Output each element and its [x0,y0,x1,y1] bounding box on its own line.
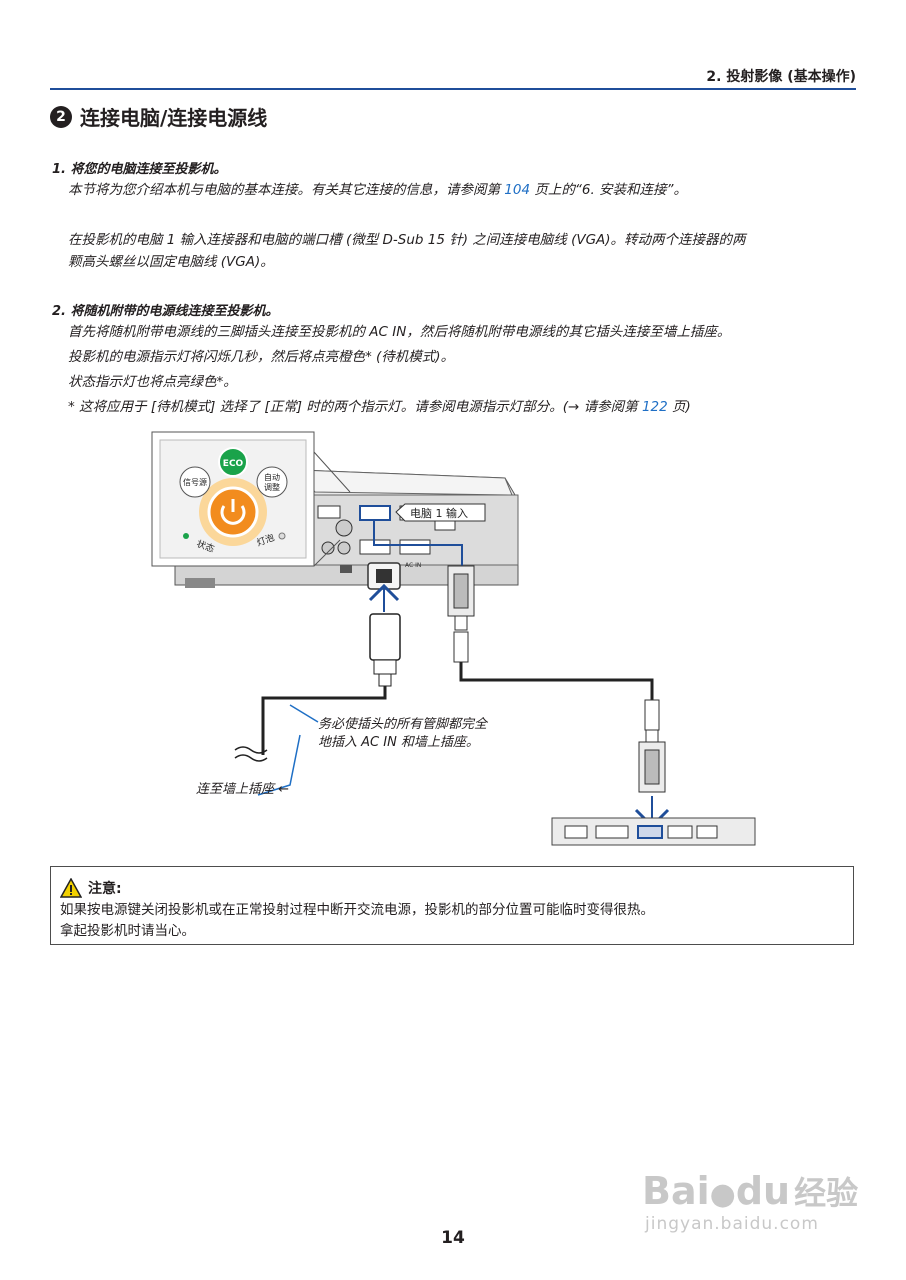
page-104-link[interactable]: 104 [504,182,531,198]
step-1-paragraph-2-line-2: 颗高头螺丝以固定电脑线 (VGA)。 [68,254,274,270]
page-122-link[interactable]: 122 [641,399,668,415]
watermark-paw-icon: ● [709,1177,736,1212]
auto-adjust-button [256,466,288,498]
vga-cable [447,565,666,793]
step-1-text-a: 本节将为您介绍本机与电脑的基本连接。有关其它连接的信息，请参阅第 [68,182,505,198]
caution-line-1: 如果按电源键关闭投影机或在正常投射过程中断开交流电源，投影机的部分位置可能临时变… [60,902,654,918]
status-led-icon [183,533,189,539]
computer-in-label: 电脑 1 输入 [410,506,468,520]
section-title: 2 连接电脑/连接电源线 [50,102,267,131]
auto-adjust-label-1: 自动 [264,472,280,482]
step-1-paragraph-1: 本节将为您介绍本机与电脑的基本连接。有关其它连接的信息，请参阅第 104 页上的… [68,178,687,202]
step-2-heading: 2. 将随机附带的电源线连接至投影机。 [52,304,279,319]
section-title-text: 连接电脑/连接电源线 [80,106,268,130]
source-button [179,466,211,498]
eco-button-label: ECO [223,459,244,469]
power-plug [261,613,401,755]
chapter-header: 2. 投射影像 (基本操作) [706,69,856,85]
step-1-paragraph-2-line-1: 在投影机的电脑 1 输入连接器和电脑的端口槽 (微型 D-Sub 15 针) 之… [68,232,746,248]
watermark-url: jingyan.baidu.com [645,1214,819,1234]
step-2-line-2: 投影机的电源指示灯将闪烁几秒，然后将点亮橙色* (待机模式)。 [68,349,455,365]
caution-title: 注意: [60,878,122,898]
laptop-illustration [551,817,756,846]
lamp-led-icon [278,532,286,540]
source-button-label: 信号源 [183,477,207,487]
caution-line-2: 拿起投影机时请当心。 [60,923,195,939]
auto-adjust-label-2: 调整 [264,482,280,492]
step-1-text-b: 页上的“6. 安装和连接”。 [530,182,688,198]
connection-diagram: AC IN ECO 信号源 自动 调整 状态 灯泡 电脑 1 输入 [151,431,756,846]
step-2-note-b: 页) [667,399,691,415]
step-2-line-1: 首先将随机附带电源线的三脚插头连接至投影机的 AC IN，然后将随机附带电源线的… [68,324,731,340]
step-1-heading: 1. 将您的电脑连接至投影机。 [52,162,227,177]
header-rule [50,88,856,90]
vga-guide-line [373,520,463,570]
step-2-line-4: * 这将应用于 [待机模式] 选择了 [正常] 时的两个指示灯。请参阅电源指示灯… [68,395,691,419]
watermark-cn: 经验 [794,1174,859,1212]
eco-button [218,447,248,477]
wall-outlet-icon [234,746,268,762]
control-panel-zoom: ECO 信号源 自动 调整 状态 灯泡 [151,431,351,567]
caution-box [50,866,854,945]
section-number-icon: 2 [50,105,72,128]
step-2-note-a: * 这将应用于 [待机模式] 选择了 [正常] 时的两个指示灯。请参阅电源指示灯… [68,399,642,415]
plug-arrow-icon [368,583,400,602]
caution-title-text: 注意: [88,881,122,897]
warning-icon [60,878,82,898]
wall-outlet-callout: 连至墙上插座 ← [196,782,290,797]
step-2-line-3: 状态指示灯也将点亮绿色*。 [68,374,237,390]
computer-in-callout: 电脑 1 输入 [395,503,486,522]
power-glow-icon [199,478,267,546]
page-number: 14 [441,1228,465,1248]
watermark-brand-2: du [735,1169,791,1213]
ac-in-port-label: AC IN [405,562,421,569]
watermark-brand: Bai [642,1169,710,1213]
callout-lines [257,704,319,796]
insert-plug-callout: 务必使插头的所有管脚都完全 地插入 AC IN 和墙上插座。 [318,717,488,750]
